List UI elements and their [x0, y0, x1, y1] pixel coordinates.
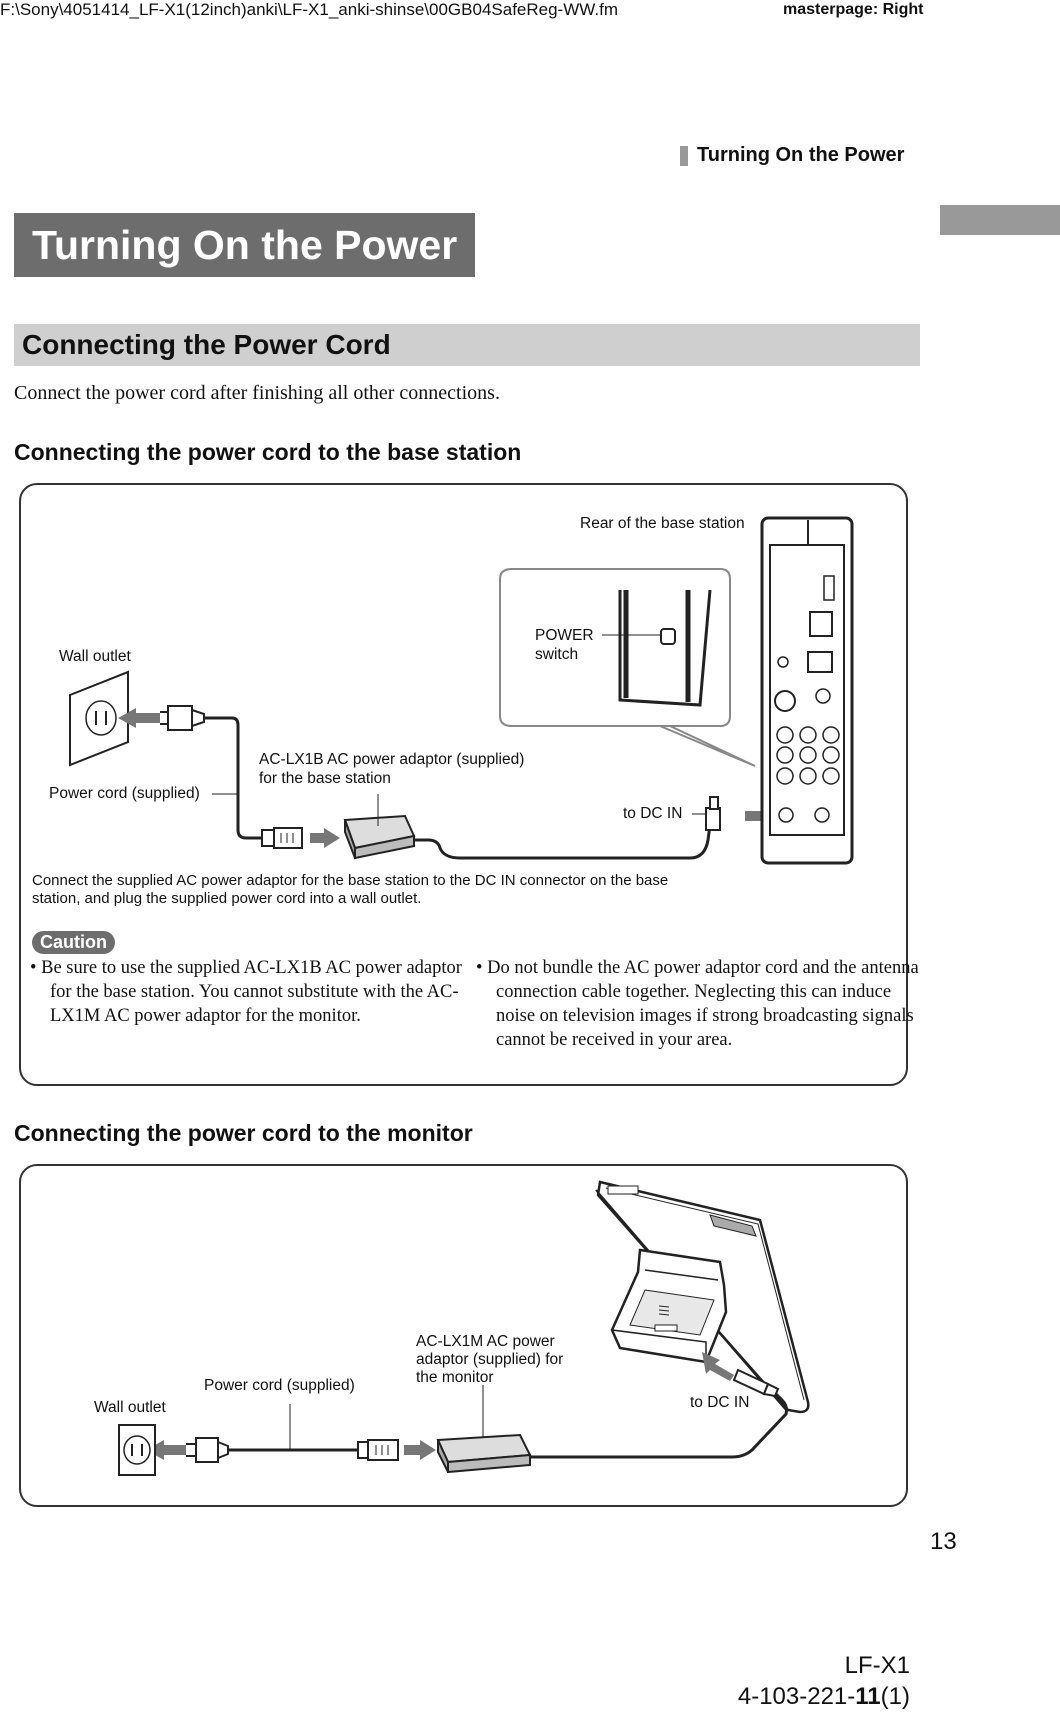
- caution-item: • Be sure to use the supplied AC-LX1B AC…: [30, 958, 462, 1026]
- monitor-adaptor-label-3: the monitor: [416, 1369, 494, 1386]
- power-plug-icon: [186, 1437, 229, 1463]
- insert-arrow-icon: [310, 828, 340, 848]
- page-number: 13: [930, 1528, 957, 1555]
- masterpage-label: masterpage: Right: [783, 1, 924, 18]
- page-title: Turning On the Power: [14, 213, 476, 277]
- power-switch-label-2: switch: [535, 646, 579, 663]
- adaptor-connector-icon: [261, 827, 303, 849]
- monitor-heading: Connecting the power cord to the monitor: [14, 1120, 473, 1146]
- caution-badge: Caution: [32, 931, 115, 954]
- instruction-line-2: station, and plug the supplied power cor…: [32, 890, 422, 907]
- running-head-marker: [680, 146, 688, 166]
- power-cord-label: Power cord (supplied): [49, 785, 200, 802]
- adaptor-connector-icon: [357, 1439, 399, 1461]
- power-plug-icon: [160, 705, 205, 731]
- dc-plug-icon: [732, 1368, 780, 1398]
- dc-plug-icon: [705, 796, 721, 831]
- monitor-icon: [595, 1180, 810, 1414]
- insert-arrow-icon: [118, 708, 160, 728]
- base-station-panel: [19, 483, 908, 1086]
- ac-adaptor-icon: [343, 814, 416, 860]
- monitor-power-cord-label: Power cord (supplied): [204, 1377, 355, 1394]
- monitor-adaptor-label-2: adaptor (supplied) for: [416, 1351, 564, 1368]
- rear-label: Rear of the base station: [580, 515, 745, 532]
- footer-code: 4-103-221-11(1): [737, 1683, 910, 1710]
- base-station-heading: Connecting the power cord to the base st…: [14, 439, 522, 465]
- monitor-wall-outlet-label: Wall outlet: [94, 1399, 166, 1416]
- insert-arrow-icon: [404, 1440, 436, 1460]
- power-switch-label-1: POWER: [535, 627, 594, 644]
- caution-item: • Do not bundle the AC power adaptor cor…: [476, 958, 919, 1050]
- power-switch-callout: [499, 568, 756, 767]
- base-station-rear-icon: [760, 516, 854, 865]
- section-title: Connecting the Power Cord: [14, 324, 920, 366]
- wall-outlet-icon: [69, 670, 129, 767]
- insert-arrow-icon: [702, 1352, 734, 1381]
- file-path-header: F:\Sony\4051414_LF-X1(12inch)anki\LF-X1_…: [0, 0, 618, 19]
- dc-in-label: to DC IN: [623, 805, 683, 822]
- wall-outlet-icon: [118, 1424, 156, 1476]
- instruction-line-1: Connect the supplied AC power adaptor fo…: [32, 872, 669, 889]
- monitor-adaptor-label-1: AC-LX1M AC power: [416, 1333, 555, 1350]
- ac-adaptor-icon: [436, 1433, 532, 1474]
- adaptor-label-2: for the base station: [259, 770, 391, 787]
- adaptor-label-1: AC-LX1B AC power adaptor (supplied): [259, 751, 525, 768]
- footer-model: LF-X1: [844, 1652, 910, 1679]
- monitor-dc-in-label: to DC IN: [690, 1394, 750, 1411]
- wall-outlet-label: Wall outlet: [59, 648, 131, 665]
- intro-text: Connect the power cord after finishing a…: [14, 382, 500, 404]
- thumb-tab: [940, 205, 1060, 235]
- running-head: Turning On the Power: [697, 144, 905, 166]
